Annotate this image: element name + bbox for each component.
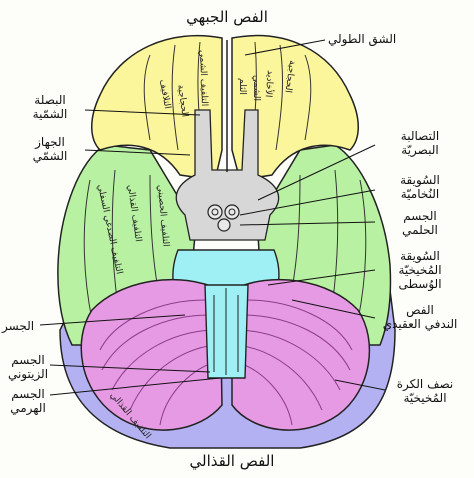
cerebellar-folia: [99, 299, 353, 426]
mammillary-bodies: [207, 204, 240, 232]
label-pyramid-2: الهرمي: [10, 401, 46, 416]
label-occipital-lobe: الفص القذالي: [190, 452, 275, 471]
label-mammillary-body-2: الحلمي: [402, 223, 438, 237]
gyrus-frontal-center-1: التلفيف الشمي: [197, 50, 209, 107]
pyramids: [213, 288, 239, 375]
olfactory-area: [175, 109, 280, 241]
gyrus-frontal-right-2: الحجاجية: [282, 60, 296, 94]
label-flocculus-2: الندفي العقيدي: [383, 317, 458, 331]
label-pons: الجسر: [1, 319, 34, 334]
label-longitudinal-fissure: الشق الطولي: [328, 32, 396, 47]
label-frontal-lobe: الفص الجبهي: [186, 8, 268, 27]
label-flocculus-1: الفص: [406, 303, 434, 318]
label-olive-1: الجسم: [11, 353, 44, 367]
label-optic-chiasm-1: التصالبة: [401, 129, 439, 143]
gyrus-frontal-center-2: الثلم: [237, 78, 247, 95]
gyrus-frontal-right-1: الأخاديد: [263, 70, 277, 98]
leader-lines: [39, 39, 386, 396]
gyrus-frontal-left-2: الحجاجية: [175, 84, 189, 118]
cerebellum-left: [80, 278, 223, 431]
frontal-lobe-left: [91, 34, 223, 181]
label-infundibulum-2: النُخاميّة: [401, 187, 440, 201]
label-cerebellar-hemisphere-1: نصف الكرة: [397, 377, 454, 392]
label-olfactory-bulb-1: البصلة: [34, 93, 65, 107]
label-middle-peduncle-3: الوُسطى: [398, 277, 441, 292]
gyrus-frontal-center-3: الشمي: [251, 75, 261, 101]
label-optic-chiasm-2: البصريّة: [401, 143, 438, 158]
label-olfactory-tract-2: الشمّي: [33, 149, 68, 163]
label-pyramid-1: الجسم: [11, 387, 44, 401]
label-infundibulum-1: السُويقة: [400, 173, 440, 188]
label-olfactory-tract-1: الجهاز: [34, 135, 65, 150]
label-cerebellar-hemisphere-2: المُخيخيّة: [403, 391, 446, 405]
label-olfactory-bulb-2: الشمّية: [33, 107, 68, 121]
label-mammillary-body-1: الجسم: [403, 209, 436, 223]
label-olive-2: الزيتوني: [8, 367, 48, 382]
label-middle-peduncle-1: السُويقة: [400, 249, 440, 264]
frontal-lobe-right: [231, 34, 359, 181]
label-middle-peduncle-2: المُخيخيّة: [398, 263, 441, 277]
